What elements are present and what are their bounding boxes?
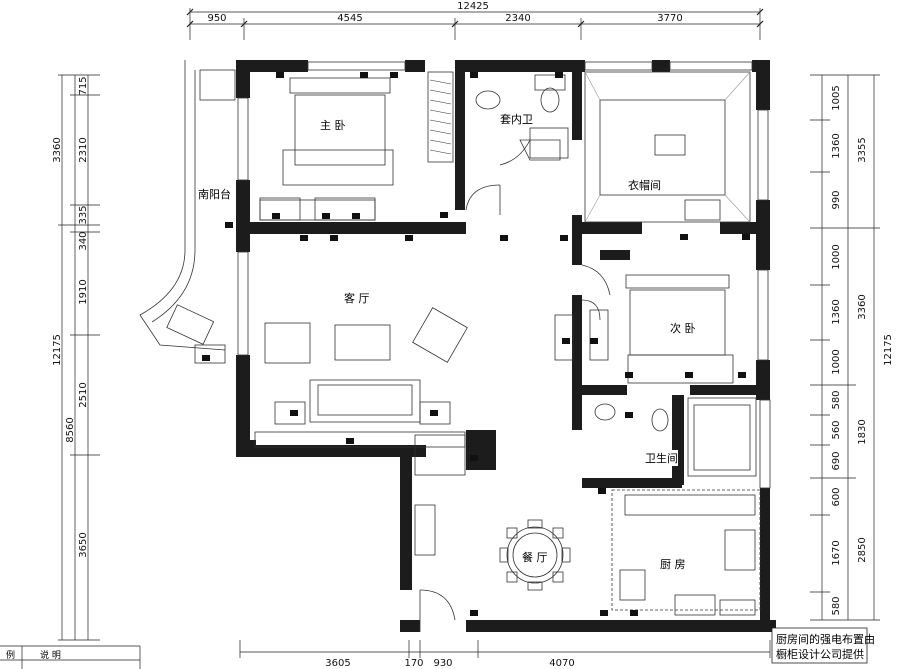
doors: [419, 139, 611, 632]
dim-top-segment: 4545: [337, 13, 362, 24]
dim-top-total: 12425: [457, 1, 489, 12]
left-dimension-chain: 3360 12175 8560 715 2310 335 340 1910 25…: [52, 74, 100, 641]
dim-left-outer-lower: 8560: [65, 417, 76, 442]
dim-left-inner: 2510: [78, 382, 89, 407]
dim-right-inner: 1005: [831, 85, 842, 110]
dim-bottom-segment: 3605: [325, 658, 350, 669]
dim-left-inner: 335: [78, 205, 89, 224]
electrical-symbols: [202, 72, 750, 616]
dim-left-inner: 715: [78, 76, 89, 95]
windows: [237, 61, 771, 489]
dim-right-inner: 1360: [831, 133, 842, 158]
walls: [236, 60, 776, 632]
right-dimension-chain: 1005 1360 990 1000 1360 1000 580 560 690…: [810, 74, 894, 621]
dim-right-outer: 1830: [857, 419, 868, 444]
dim-left-outer: 12175: [52, 334, 63, 366]
dim-top-segment: 2340: [505, 13, 530, 24]
dim-bottom-segment: 170: [404, 658, 423, 669]
dim-left-outer: 3360: [52, 137, 63, 162]
dim-right-inner: 580: [831, 596, 842, 615]
dim-left-inner: 340: [78, 231, 89, 250]
dim-bottom-segment: 930: [433, 658, 452, 669]
dim-left-inner: 1910: [78, 279, 89, 304]
legend-table: [0, 645, 141, 669]
dim-top-segment: 3770: [657, 13, 682, 24]
dim-top-segment: 950: [207, 13, 226, 24]
dim-bottom-segment: 4070: [549, 658, 574, 669]
dim-right-inner: 560: [831, 420, 842, 439]
dim-right-outer: 12175: [883, 334, 894, 366]
note-box: [771, 627, 868, 664]
dim-right-outer: 3360: [857, 294, 868, 319]
dim-right-inner: 1670: [831, 540, 842, 565]
dim-right-inner: 690: [831, 451, 842, 470]
dim-right-inner: 1000: [831, 349, 842, 374]
top-dimension-chain: 12425 950 4545 2340 3770: [186, 1, 764, 40]
dim-right-inner: 600: [831, 487, 842, 506]
south-balcony-outline: [139, 60, 236, 351]
bottom-dimension-chain: 3605 170 930 4070: [239, 640, 771, 669]
dim-right-inner: 990: [831, 190, 842, 209]
dim-right-inner: 580: [831, 390, 842, 409]
furniture: [166, 71, 761, 616]
dim-right-inner: 1360: [831, 299, 842, 324]
dim-right-outer: 3355: [857, 137, 868, 162]
dim-left-inner: 3650: [78, 532, 89, 557]
dim-right-inner: 1000: [831, 244, 842, 269]
dim-left-inner: 2310: [78, 137, 89, 162]
dim-right-outer: 2850: [857, 537, 868, 562]
